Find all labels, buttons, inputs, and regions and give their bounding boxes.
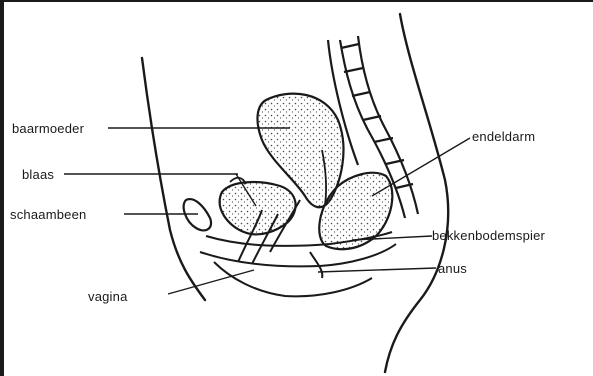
label-bekkenbodemspier: bekkenbodemspier xyxy=(432,229,545,242)
label-anus: anus xyxy=(438,262,467,275)
label-schaambeen: schaambeen xyxy=(10,208,86,221)
pubic-bone xyxy=(184,199,211,230)
label-baarmoeder: baarmoeder xyxy=(12,122,84,135)
body-outline xyxy=(142,14,448,372)
label-endeldarm: endeldarm xyxy=(472,130,535,143)
label-blaas: blaas xyxy=(22,168,54,181)
label-vagina: vagina xyxy=(88,290,128,303)
